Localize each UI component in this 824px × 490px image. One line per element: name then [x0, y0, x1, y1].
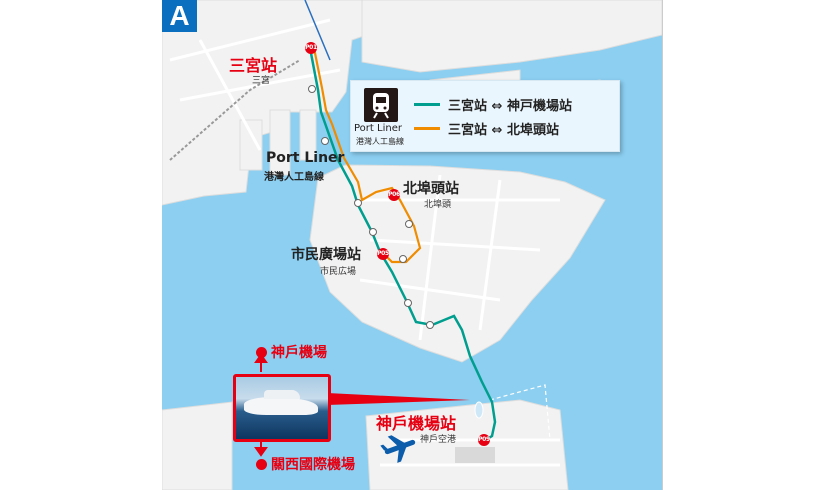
- station-sub-kobe-airport: 神戶空港: [420, 435, 457, 445]
- legend-line-name: Port Liner: [354, 123, 402, 134]
- airplane-icon: [380, 435, 416, 463]
- legend-route-label: 三宮站 ⇔ 北埠頭站: [448, 123, 559, 138]
- legend: Port Liner 港灣人工島線 三宮站 ⇔ 神戸機場站 三宮站 ⇔ 北埠頭站: [350, 80, 620, 152]
- station-name-kobe-airport: 神戶機場站: [376, 414, 457, 433]
- ferry-route: [489, 384, 551, 441]
- station-name-sannomiya: 三宮站: [229, 56, 278, 75]
- dot-icon: [256, 459, 267, 470]
- legend-line-sub: 港灣人工島線: [356, 137, 404, 146]
- ferry-pointer: [327, 393, 470, 405]
- dot-icon: [256, 347, 267, 358]
- station-name-kita-futo: 北埠頭站: [403, 181, 459, 197]
- ferry-photo: [233, 374, 331, 442]
- terminal: [455, 447, 495, 463]
- major-stations: [305, 42, 490, 446]
- station-code-sannomiya: P01: [305, 44, 317, 51]
- intermediate-stations: [308, 85, 434, 329]
- ferry-destination-north-label: 神戶機場: [271, 345, 327, 361]
- ferry-destination-north: 神戶機場: [256, 342, 327, 362]
- legend-route-label: 三宮站 ⇔ 神戸機場站: [448, 99, 572, 114]
- railway: [169, 59, 301, 161]
- panel-label: A: [162, 0, 197, 32]
- station-sub-kita-futo: 北埠頭: [424, 200, 452, 210]
- station-code-shimin-hiroba: P05: [377, 250, 389, 257]
- ferry-destination-south-label: 關西國際機場: [271, 457, 355, 473]
- orange-swatch: [414, 127, 440, 130]
- expressway: [304, 0, 331, 61]
- ferry-ship-image: [244, 390, 318, 415]
- station-code-kobe-airport: P09: [478, 436, 490, 443]
- station-code-kita-futo: P06: [388, 191, 400, 198]
- station-name-shimin-hiroba: 市民廣場站: [291, 247, 361, 263]
- train-icon: [364, 88, 398, 122]
- teal-swatch: [414, 103, 440, 106]
- line-name: Port Liner: [266, 150, 345, 166]
- ferry-arrows: [254, 353, 268, 457]
- station-sub-shimin-hiroba: 市民広場: [320, 267, 357, 277]
- ferry-terminal-marker: [474, 401, 484, 419]
- legend-route-teal: 三宮站 ⇔ 神戸機場站: [414, 95, 572, 114]
- station-sub-sannomiya: 三宮: [252, 76, 271, 86]
- route-orange: [312, 47, 422, 264]
- line-name-sub: 港灣人工島線: [264, 172, 324, 183]
- ferry-destination-south: 關西國際機場: [256, 454, 355, 474]
- legend-route-orange: 三宮站 ⇔ 北埠頭站: [414, 119, 559, 138]
